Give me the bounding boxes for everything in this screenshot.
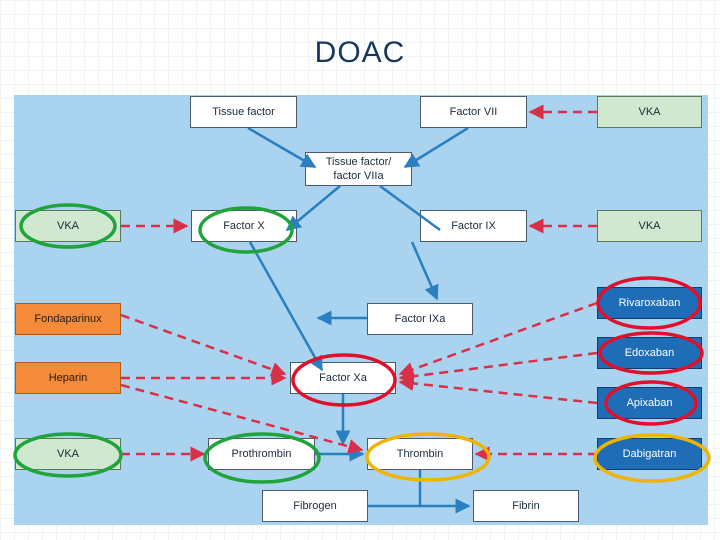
inhibit-edoxaban-xa [398,351,598,384]
slide-title: DOAC [314,36,406,69]
highlight-vka-left-2 [13,432,123,478]
arrow-factor-vii-to-complex [403,126,469,169]
inhibit-apixaban-xa [398,375,598,405]
node-factor-vii: Factor VII [420,96,527,128]
node-prothrombin: Prothrombin [208,438,315,470]
node-tissue-factor-viia-line-2: factor VIIa [333,170,384,182]
node-vka-right: VKA [597,210,702,242]
node-vka-left-1: VKA [15,210,121,242]
node-dabigatran: Dabigatran [597,438,702,470]
highlight-apixaban [604,380,698,426]
node-factor-xa: Factor Xa [290,362,396,394]
highlight-factor-x [198,206,294,254]
highlight-rivaroxaban [596,276,702,330]
arrow-factor-x-to-xa [248,241,324,372]
highlight-prothrombin [203,432,321,484]
inhibit-fondaparinux-xa [120,313,287,377]
arrow-complex-to-factor-ix [379,184,441,232]
arrow-complex-to-factor-x [285,185,341,231]
arrow-tissue-factor-to-complex [247,126,317,169]
node-fondaparinux: Fondaparinux [15,303,121,335]
highlight-factor-xa [291,353,397,407]
node-vka-left-2: VKA [15,438,121,470]
node-tissue-factor-viia: Tissue factor/factor VIIa [305,152,412,186]
highlight-thrombin [365,432,491,482]
node-fibrogen: Fibrogen [262,490,368,522]
node-tissue-factor: Tissue factor [190,96,297,128]
node-thrombin: Thrombin [367,438,473,470]
node-vka-top: VKA [597,96,702,128]
node-factor-ixa: Factor IXa [367,303,473,335]
node-rivaroxaban: Rivaroxaban [597,287,702,319]
highlight-edoxaban [598,331,704,375]
highlight-dabigatran [593,433,711,483]
node-heparin: Heparin [15,362,121,394]
node-edoxaban: Edoxaban [597,337,702,369]
arrow-factor-ix-to-ixa [410,241,439,301]
highlight-vka-left-1 [19,203,117,249]
inhibit-heparin-thrombin [120,383,364,454]
node-factor-ix: Factor IX [420,210,527,242]
node-fibrin: Fibrin [473,490,579,522]
inhibit-rivaroxaban-xa [398,301,598,377]
node-tissue-factor-viia-line-1: Tissue factor/ [325,156,392,168]
